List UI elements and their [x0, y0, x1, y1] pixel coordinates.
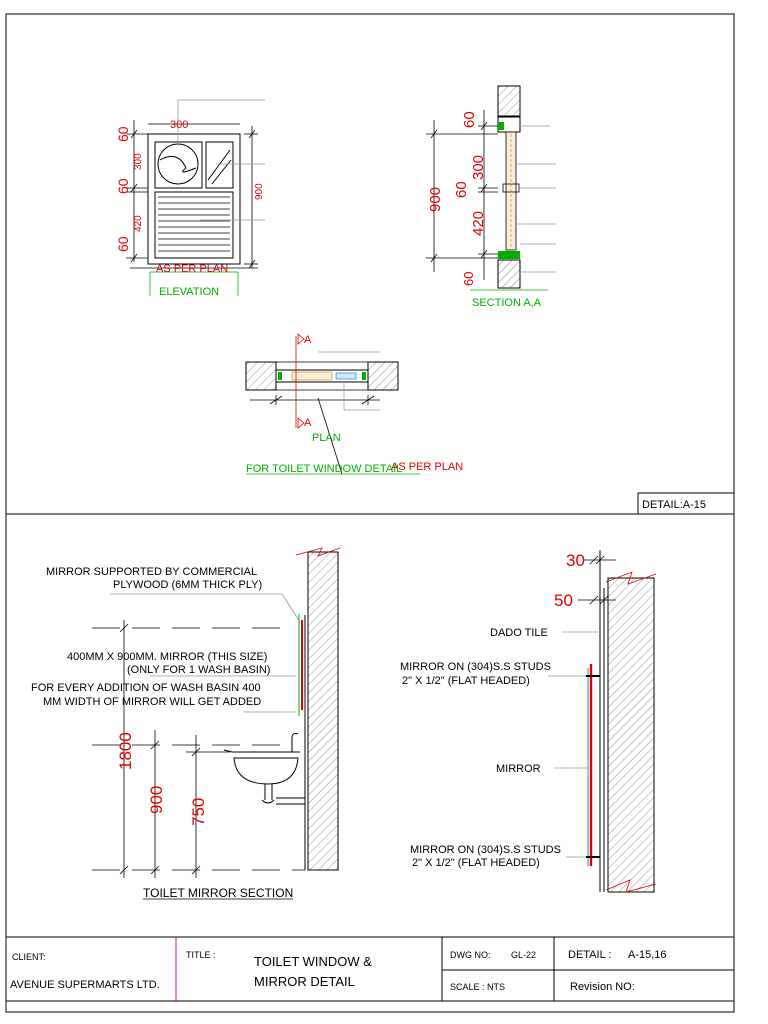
note-support-1: MIRROR SUPPORTED BY COMMERCIAL: [46, 566, 257, 578]
sect-dim-top: 60: [461, 111, 478, 128]
label-stud-bottom-1: MIRROR ON (304)S.S STUDS: [410, 844, 561, 856]
mirror-section-left: MIRROR SUPPORTED BY COMMERCIAL PLYWOOD (…: [31, 547, 341, 900]
label-mirror: MIRROR: [496, 763, 541, 775]
sect-dim-c: 420: [470, 211, 487, 236]
dwg-no-label: DWG NO:: [450, 950, 491, 960]
mirror-detail-right: 30 50 DADO TILE MIRROR ON (304)S.S STUDS…: [400, 550, 657, 893]
mirror-section-title: TOILET MIRROR SECTION: [143, 886, 293, 900]
client-label: CLIENT:: [12, 952, 46, 962]
elev-as-per-plan: AS PER PLAN: [156, 263, 228, 275]
plan-arrow-bottom-icon: [297, 417, 305, 429]
note-support-2: PLYWOOD (6MM THICK PLY): [113, 579, 262, 591]
revision-no: Revision NO:: [570, 981, 635, 993]
dwg-no-value: GL-22: [511, 950, 536, 960]
label-dado-tile: DADO TILE: [490, 627, 548, 639]
client-name: AVENUE SUPERMARTS LTD.: [10, 979, 160, 991]
scale: SCALE : NTS: [450, 982, 505, 992]
plan-arrow-top-icon: [297, 333, 305, 345]
title-block: CLIENT: AVENUE SUPERMARTS LTD. TITLE : T…: [6, 937, 734, 1002]
plan-marker-bottom: A: [304, 417, 312, 429]
label-stud-top-2: 2" X 1/2" (FLAT HEADED): [402, 675, 530, 687]
sect-label: SECTION A,A: [472, 297, 542, 309]
note-add-2: MM WIDTH OF MIRROR WILL GET ADDED: [43, 696, 261, 708]
label-stud-top-1: MIRROR ON (304)S.S STUDS: [400, 661, 551, 673]
window-plan: A A PLAN AS PER PLAN FOR TOILET WINDOW D…: [245, 333, 463, 475]
elev-dim-louver: 420: [133, 215, 144, 232]
elev-dim-fan: 300: [133, 153, 144, 170]
dim-1800: 1800: [116, 732, 135, 770]
detail-value: A-15,16: [628, 949, 667, 961]
plan-marker-top: A: [304, 334, 312, 346]
plan-as-per-plan: AS PER PLAN: [391, 461, 463, 473]
note-add-1: FOR EVERY ADDITION OF WASH BASIN 400: [31, 682, 261, 694]
detail-a15-title: FOR TOILET WINDOW DETAIL: [246, 463, 402, 475]
dim-750: 750: [189, 798, 208, 826]
elev-dim-bottom: 60: [115, 236, 131, 252]
dim-30: 30: [566, 551, 585, 570]
elev-dim-top: 60: [115, 126, 131, 142]
drawing-title-1: TOILET WINDOW &: [254, 954, 372, 969]
elev-dim-total: 900: [254, 183, 265, 200]
note-mirror-2: (ONLY FOR 1 WASH BASIN): [127, 664, 270, 676]
sect-dim-a: 300: [470, 155, 487, 180]
title-label: TITLE :: [186, 950, 216, 960]
dim-900: 900: [147, 786, 166, 814]
dim-50: 50: [554, 591, 573, 610]
elev-dim-width: 300: [170, 119, 188, 131]
sect-dim-total: 900: [427, 187, 444, 212]
plan-label: PLAN: [312, 432, 341, 444]
sect-dim-b: 60: [453, 181, 470, 198]
detail-label: DETAIL :: [568, 949, 611, 961]
elev-label: ELEVATION: [159, 286, 219, 298]
sect-dim-d: 60: [461, 272, 476, 286]
window-elevation: 300 60 300 60 420 60 900 AS PER PLAN ELE…: [115, 99, 265, 298]
elev-dim-mid: 60: [115, 178, 131, 194]
sheet-frame: [5, 13, 735, 1013]
drawing-title-2: MIRROR DETAIL: [254, 974, 355, 989]
note-mirror-1: 400MM X 900MM. MIRROR (THIS SIZE): [67, 651, 267, 663]
window-section: 60 300 60 420 60 900 SECTION A,A: [426, 85, 556, 309]
detail-a15-tag: DETAIL:A-15: [642, 499, 706, 511]
label-stud-bottom-2: 2" X 1/2" (FLAT HEADED): [412, 857, 540, 869]
